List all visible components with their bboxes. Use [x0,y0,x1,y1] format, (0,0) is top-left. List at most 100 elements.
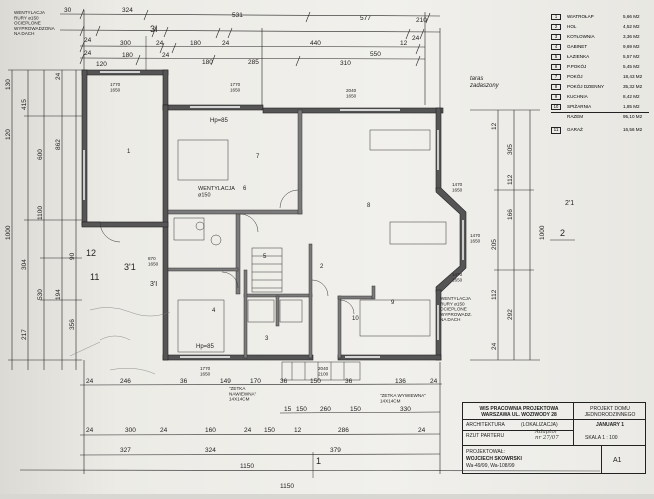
dim-right-2: 112 [507,174,514,185]
dining-table [389,221,447,245]
legend-row-no: 4 [551,43,561,51]
dim-bot-r3-2: 24 [160,427,168,434]
legend-row-no: 6 [551,63,561,71]
dim-top-r1-0: 30 [64,7,72,14]
dim-bot-r4-0: 327 [120,447,131,454]
legend-row-no: 2 [551,23,561,31]
dim-bot-r3-6: 12 [294,427,302,434]
dim-bot-r2-4: 330 [400,406,411,413]
legend-row-name: ŁAZIENKA [567,53,590,59]
boiler [247,299,275,323]
dim-top-r4-2: 285 [248,59,259,66]
legend-row-name: KOTŁOWNIA [567,33,595,39]
legend-row-no: 3 [551,33,561,41]
dim-top-r4-3: 310 [340,60,351,67]
dim-right-4: 205 [491,239,498,250]
dim-top-r2-2: 24 [156,40,164,47]
dim-left-9: 356 [69,319,76,330]
furniture [173,129,447,353]
dim-bot-r1-3: 149 [220,378,231,385]
legend-row-area: 4,52 M2 [623,23,640,29]
dim-right-3: 292 [507,309,514,320]
doors [99,189,355,315]
legend-row-no: 1 [551,13,561,21]
dim-bot-r3-4: 24 [244,427,252,434]
legend-row-area: 9,69 M2 [623,43,640,49]
room-number-11: 11 [90,272,99,282]
legend-total-area: 95,10 M2 [623,113,643,119]
room-number-9: 9 [391,300,395,306]
dim-bot-r2-0: 15 [284,406,292,413]
title-divider-h3 [463,445,645,446]
top-dimension-lines [59,8,441,110]
kitchen-counter [369,129,431,151]
label-31: 3'1 [124,262,136,272]
dim-left-5: 304 [21,259,28,270]
legend-row-area: 8,42 M2 [623,93,640,99]
dim-top-r4-1: 180 [202,59,213,66]
title-designer: WOJCIECH SKOWRSKI [466,456,522,462]
title-scale: SKALA 1 : 100 [585,435,618,441]
room-number-10: 10 [352,316,359,322]
dim-left-6: 217 [21,329,28,340]
interior-walls [167,109,376,359]
zetka-wywiewna-note: "ZETKA WYWIEWNA"14X14CM [380,393,426,403]
dim-bot-r1-2: 36 [180,378,188,385]
legend-garage-row: 11 GARAŻ 16,56 M2 [551,125,649,136]
axis-top-label: 3I [150,24,158,34]
label-3i: 3'I [150,281,157,288]
title-divider-v [573,403,574,445]
dim-left-11: 1100 [37,206,44,220]
stairs [251,247,361,381]
dim-bot-r3-8: 24 [418,427,426,434]
legend-row-name: WIATROŁAP [567,13,594,19]
title-license: Wa-49/99, Wa-108/99 [466,463,515,469]
dim-top-r3-2: 24 [162,52,170,59]
axis-mark-bottom: 1 [312,452,321,478]
legend-row-name: POKÓJ DZIENNY [567,83,605,89]
axis-right-label: 2 [560,228,565,238]
legend-row-no: 10 [551,103,561,111]
legend-garage-no: 11 [551,127,561,134]
dim-bot-r2-3: 150 [350,406,361,413]
room-number-7: 7 [256,154,260,160]
room-number-1: 1 [127,149,131,155]
dim-left-0: 130 [5,79,12,90]
dim-left-4: 1000 [5,225,12,240]
dim-right-7: 12 [491,122,498,130]
dim-right-5: 112 [491,289,498,300]
dim-bot-r1-0: 24 [86,378,94,385]
legend-garage-area: 16,56 M2 [623,127,643,133]
pencil-scribbles [69,307,171,375]
legend-row-area: 5,45 M2 [623,63,640,69]
legend-total-row: RAZEM 95,10 M2 [551,112,649,121]
dim-top-r4-0: 120 [96,61,107,68]
dim-right-1: 166 [507,209,514,220]
title-sign-note: Adaptor nr 27/07 [535,429,559,441]
legend-row-area: 35,32 M2 [623,83,643,89]
dim-bot-r4-2: 379 [330,447,341,454]
dim-left-1: 415 [21,99,28,110]
dim-bot-r1-7: 36 [345,378,353,385]
room-number-8: 8 [367,203,371,209]
left-dimension-lines [8,69,82,370]
dim-bot-total: 1150 [240,463,254,470]
dim-top-r2-5: 440 [310,40,321,47]
legend-row-no: 8 [551,83,561,91]
dim-top-r2-1: 300 [120,40,131,47]
bottom-dimension-lines [19,360,601,474]
room-number-2: 2 [320,264,324,270]
legend-row-name: HOL [567,23,577,29]
right-dimension-lines [470,109,540,361]
